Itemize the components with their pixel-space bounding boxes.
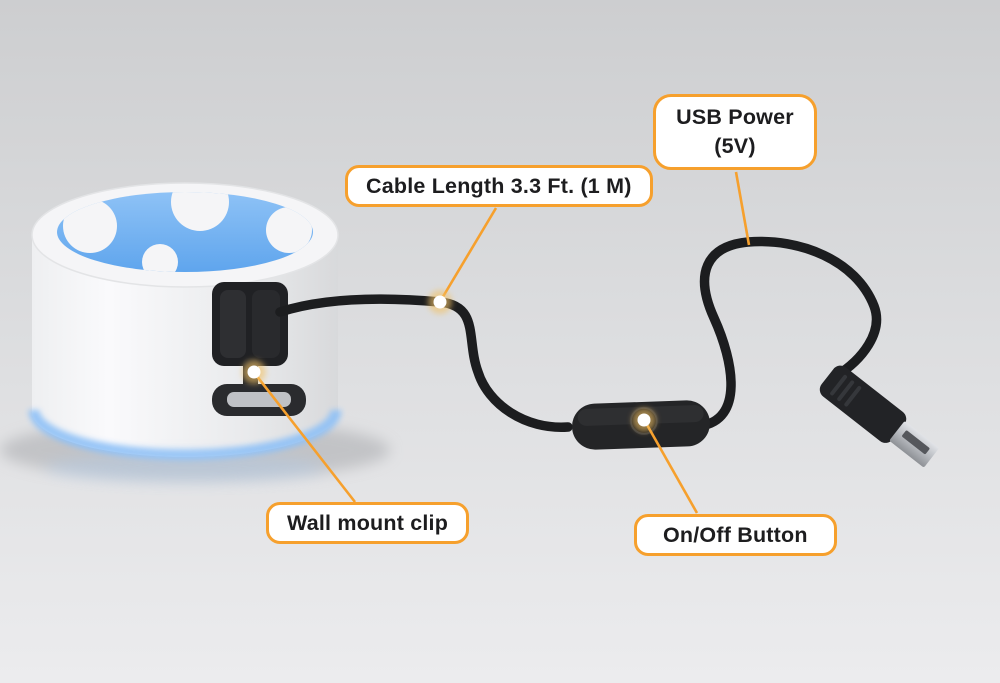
usb-plug: [819, 365, 939, 467]
dot-cable-length: [428, 290, 452, 314]
leader-cable-length: [439, 207, 498, 301]
callout-wall-mount-label: Wall mount clip: [287, 510, 449, 535]
leader-on-off: [644, 422, 699, 514]
callout-cable-length: Cable Length 3.3 Ft. (1 M): [345, 165, 653, 207]
leader-wall-mount: [254, 374, 357, 503]
callout-cable-length-label: Cable Length 3.3 Ft. (1 M): [366, 173, 632, 198]
callout-wall-mount: Wall mount clip: [266, 502, 470, 544]
cable-segment-left: [275, 294, 573, 432]
dot-on-off: [632, 408, 656, 432]
callout-on-off-label: On/Off Button: [663, 522, 808, 547]
callout-usb-power-label: USB Power (5V): [676, 104, 794, 158]
device-top-surface: [57, 192, 313, 272]
callout-on-off: On/Off Button: [634, 514, 837, 556]
device-body: [28, 182, 342, 483]
leader-usb-power: [734, 171, 751, 246]
callout-usb-power: USB Power (5V): [653, 94, 817, 170]
dot-wall-mount: [242, 360, 266, 384]
